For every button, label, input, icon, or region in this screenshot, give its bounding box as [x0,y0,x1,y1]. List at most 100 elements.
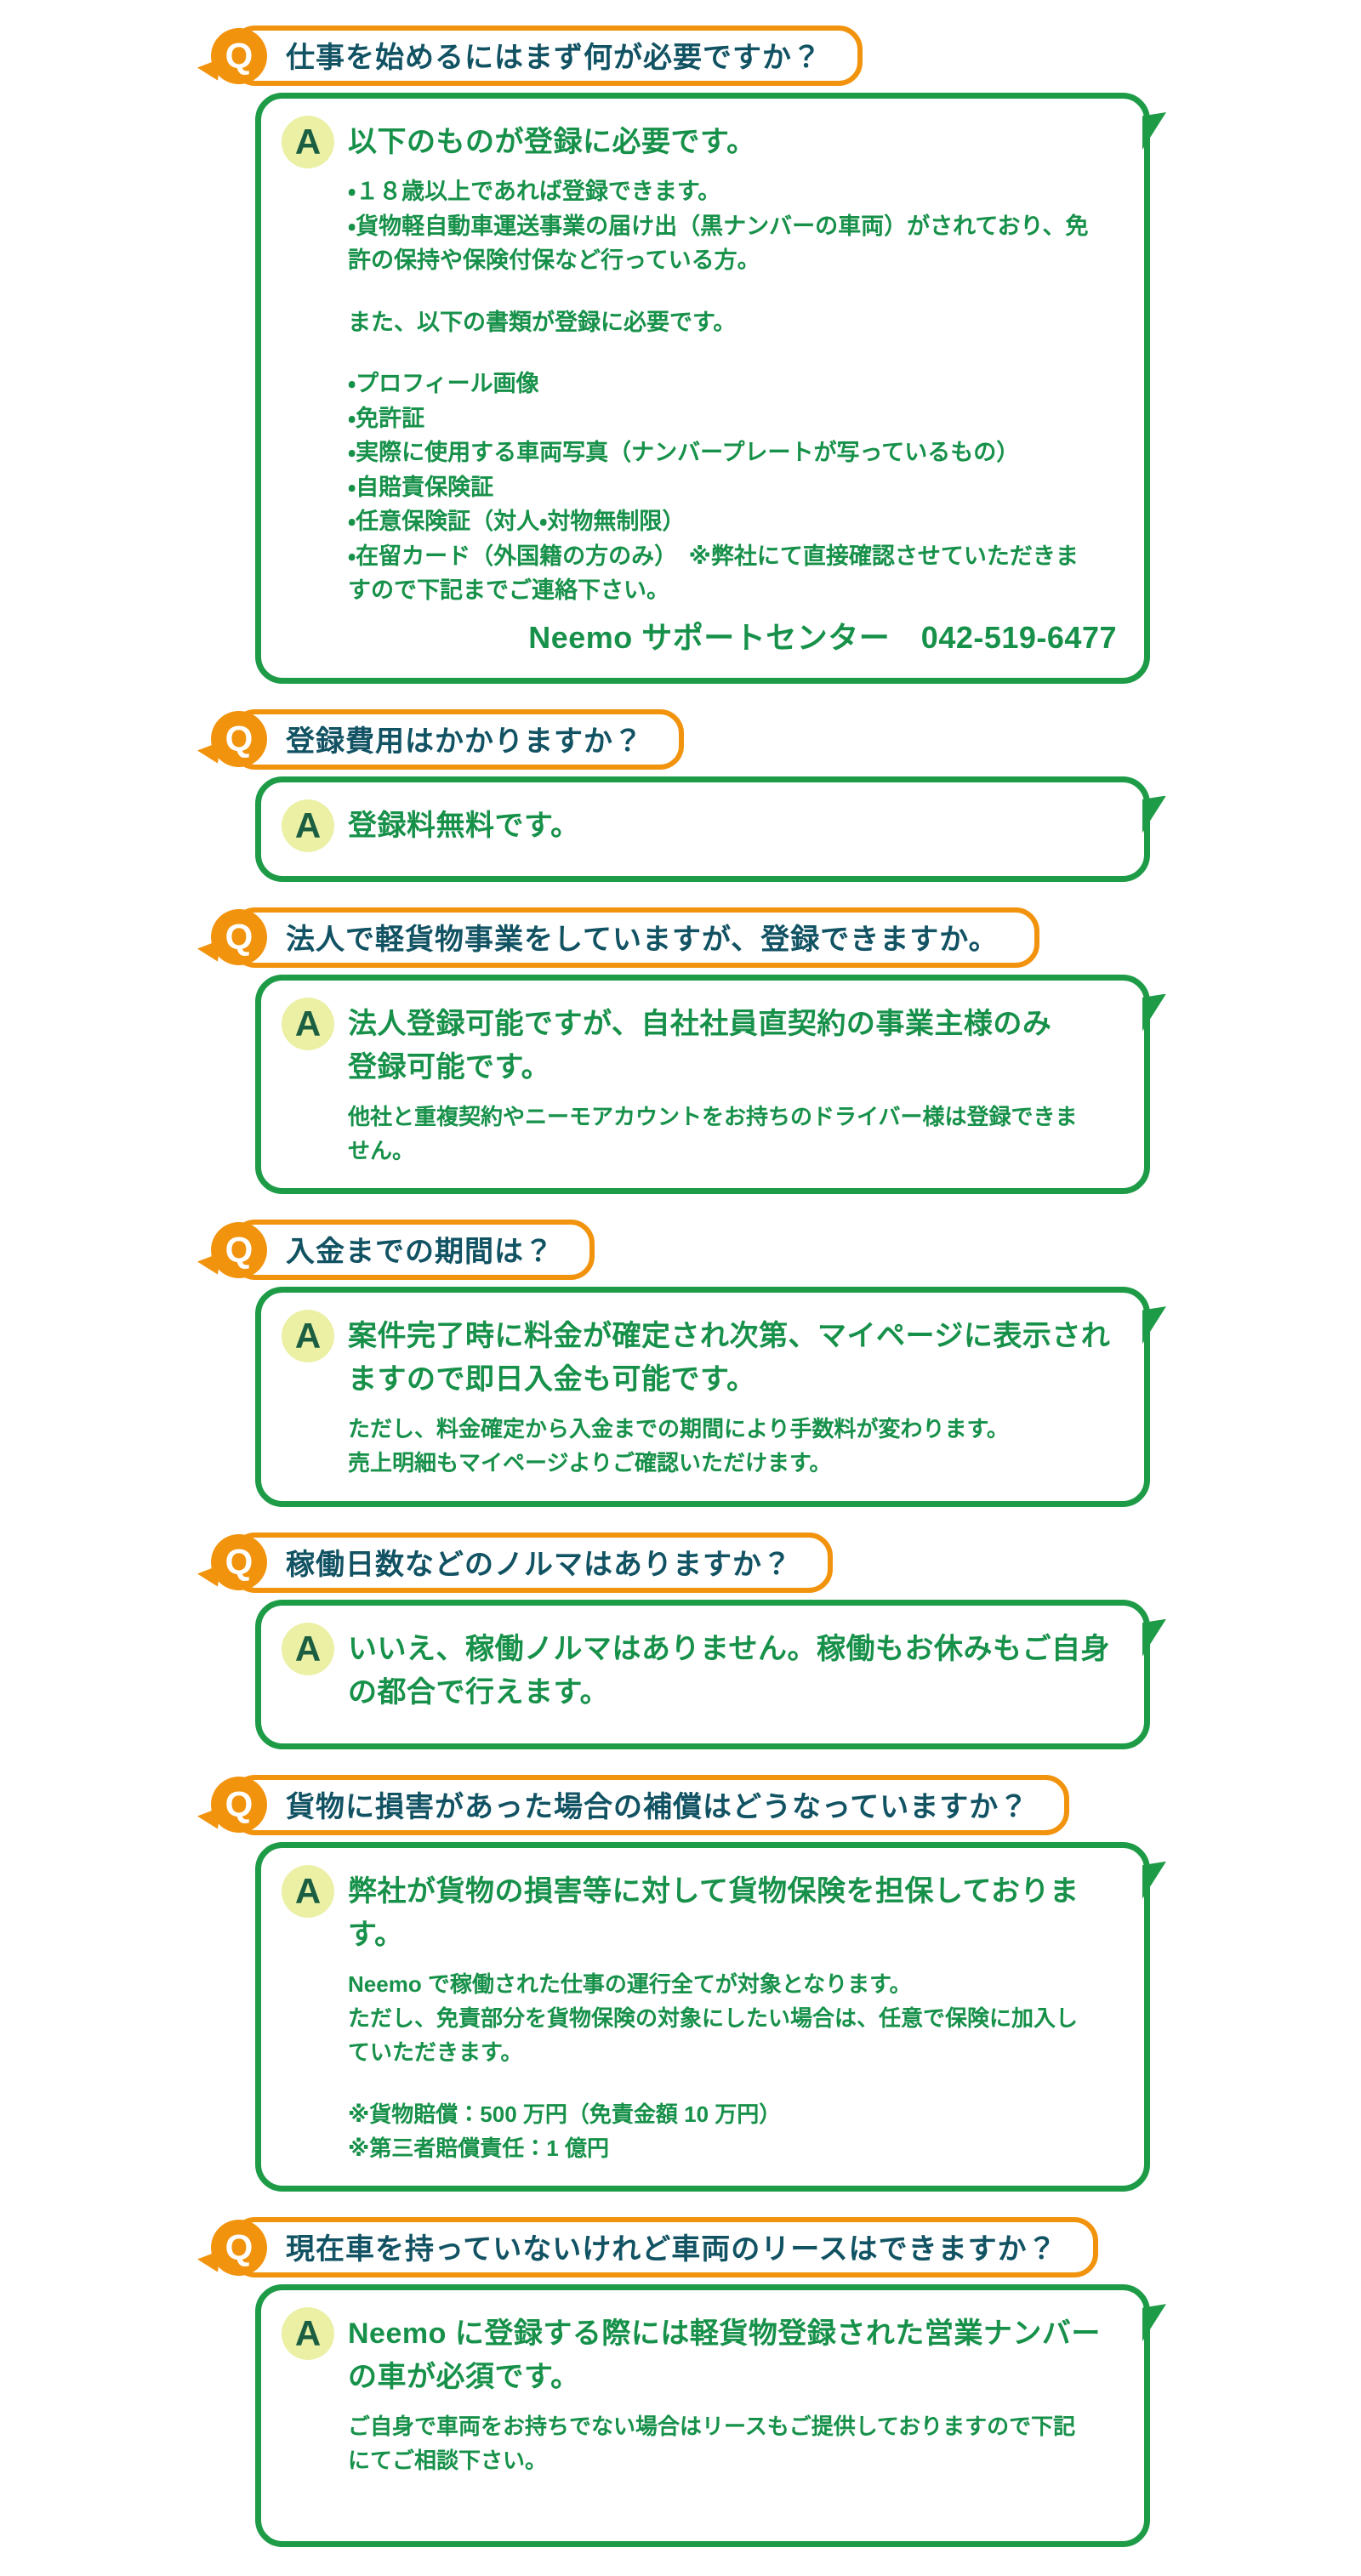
answer-line: ただし、料金確定から入金までの期間により手数料が変わります。 [348,1416,1009,1442]
answer-inner: A 法人登録可能ですが、自社社員直契約の事業主様のみ 登録可能です。 他社と重複… [282,997,1122,1169]
answer-heading: Neemo に登録する際には軽貨物登録された営業ナンバー の車が必須です。 [348,2317,1101,2394]
q-circle-icon: Q [211,1534,267,1591]
a-circle-icon: A [282,1622,334,1675]
answer-body: ご自身で車両をお持ちでない場合はリースもご提供しておりますので下記 にてご相談下… [348,2409,1122,2478]
q-letter: Q [225,2226,253,2267]
answer-heading: いいえ、稼働ノルマはありません。稼働もお休みもご自身 の都合で行えます。 [348,1632,1110,1709]
q-letter: Q [225,917,253,957]
answer-content: 弊社が貨物の損害等に対して貨物保険を担保しております。 Neemo で稼働された… [348,1865,1122,2165]
answer-content: 案件完了時に料金が確定され次第、マイページに表示され ますので即日入金も可能です… [348,1310,1122,1481]
answer-heading: 登録料無料です。 [348,809,580,842]
answer-line: ・任意保険証（対人・対物無制限） [348,509,686,534]
answer-bubble-tail [1142,112,1166,150]
answer-line: 売上明細もマイページよりご確認いただけます。 [348,1450,832,1476]
faq-item-4: Q 入金までの期間は？ A 案件完了時に料金が確定され次第、マイページに表示され… [0,1220,1361,1507]
q-letter: Q [225,1784,253,1825]
answer-inner: A 弊社が貨物の損害等に対して貨物保険を担保しております。 Neemo で稼働さ… [282,1864,1122,2165]
answer-content: Neemo に登録する際には軽貨物登録された営業ナンバー の車が必須です。 ご自… [348,2307,1122,2478]
answer-line: ・貨物軽自動車運送事業の届け出（黒ナンバーの車両）がされており、免 許の保持や保… [348,213,1089,274]
faq-list: Q 仕事を始めるにはまず何が必要ですか？ A 以下のものが登録に必要です。 ・１… [0,26,1361,2547]
answer-bubble-tail [1142,2304,1166,2342]
answer-inner: A 案件完了時に料金が確定され次第、マイページに表示され ますので即日入金も可能… [282,1310,1122,1481]
a-letter: A [294,1870,322,1911]
answer-inner: A いいえ、稼働ノルマはありません。稼働もお休みもご自身 の都合で行えます。 [282,1622,1122,1714]
answer-line: ・自賠責保険証 [348,474,494,500]
a-letter: A [294,2313,322,2354]
faq-item-5: Q 稼働日数などのノルマはありますか？ A いいえ、稼働ノルマはありません。稼働… [0,1532,1361,1749]
answer-line: ・プロフィール画像 [348,371,539,396]
answer-line: ・在留カード（外国籍の方のみ） ※弊社にて直接確認させていただきま すので下記ま… [348,543,1079,604]
answer-body: ・１８歳以上であれば登録できます。・貨物軽自動車運送事業の届け出（黒ナンバーの車… [348,174,1122,657]
answer-line: ご自身で車両をお持ちでない場合はリースもご提供しておりますので下記 にてご相談下… [348,2414,1076,2474]
a-letter: A [294,1003,322,1043]
answer-body: ただし、料金確定から入金までの期間により手数料が変わります。売上明細もマイページ… [348,1412,1122,1481]
a-letter: A [294,1628,322,1669]
faq-item-7: Q 現在車を持っていないけれど車両のリースはできますか？ A Neemo に登録… [0,2217,1361,2547]
question-bubble: Q 稼働日数などのノルマはありますか？ [231,1532,833,1593]
q-letter: Q [225,1229,253,1270]
answer-heading: 弊社が貨物の損害等に対して貨物保険を担保しております。 [348,1874,1079,1951]
answer-spacer [348,339,1122,367]
answer-line: ・実際に使用する車両写真（ナンバープレートが写っているもの） [348,440,1020,465]
question-text: 法人で軽貨物事業をしていますが、登録できますか。 [286,923,999,956]
support-contact-text: Neemo サポートセンター 042-519-6477 [528,619,1117,655]
answer-heading: 以下のものが登録に必要です。 [348,126,756,158]
a-letter: A [294,805,322,845]
faq-item-6: Q 貨物に損害があった場合の補償はどうなっていますか？ A 弊社が貨物の損害等に… [0,1774,1361,2192]
answer-line: Neemo で稼働された仕事の運行全てが対象となります。 [348,1970,912,1997]
answer-bubble: A いいえ、稼働ノルマはありません。稼働もお休みもご自身 の都合で行えます。 [255,1599,1166,1749]
answer-bubble: A 案件完了時に料金が確定され次第、マイページに表示され ますので即日入金も可能… [255,1287,1166,1507]
answer-bubble-tail [1142,1306,1166,1345]
faq-item-1: Q 仕事を始めるにはまず何が必要ですか？ A 以下のものが登録に必要です。 ・１… [0,26,1361,684]
answer-line: ただし、免責部分を貨物保険の対象にしたい場合は、任意で保険に加入し ていただきま… [348,2005,1079,2066]
q-letter: Q [225,1542,253,1583]
question-text: 現在車を持っていないけれど車両のリースはできますか？ [286,2233,1057,2266]
q-circle-icon: Q [211,1221,267,1278]
a-letter: A [294,122,322,162]
a-circle-icon: A [282,2307,334,2361]
q-letter: Q [225,35,253,76]
answer-bubble: A 登録料無料です。 [255,776,1166,882]
question-bubble: Q 入金までの期間は？ [231,1220,595,1281]
q-circle-icon: Q [211,27,267,84]
q-circle-icon: Q [211,2219,267,2276]
answer-line: ※第三者賠償責任：1 億円 [348,2135,609,2161]
answer-line: 他社と重複契約やニーモアカウントをお持ちのドライバー様は登録できま せん。 [348,1103,1078,1163]
answer-bubble-tail [1142,993,1166,1032]
q-circle-icon: Q [211,1777,267,1834]
question-text: 仕事を始めるにはまず何が必要ですか？ [286,42,822,74]
answer-bubble: A Neemo に登録する際には軽貨物登録された営業ナンバー の車が必須です。 … [255,2284,1166,2547]
q-letter: Q [225,719,253,759]
answer-content: 登録料無料です。 [348,799,1122,852]
answer-line: ・１８歳以上であれば登録できます。 [348,179,721,204]
answer-bubble: A 以下のものが登録に必要です。 ・１８歳以上であれば登録できます。・貨物軽自動… [255,93,1166,684]
answer-bubble-tail [1142,1861,1166,1899]
answer-inner: A 以下のものが登録に必要です。 ・１８歳以上であれば登録できます。・貨物軽自動… [282,116,1122,657]
a-circle-icon: A [282,1864,334,1918]
question-bubble: Q 現在車を持っていないけれど車両のリースはできますか？ [231,2217,1098,2278]
answer-heading: 法人登録可能ですが、自社社員直契約の事業主様のみ 登録可能です。 [348,1007,1052,1083]
answer-inner: A Neemo に登録する際には軽貨物登録された営業ナンバー の車が必須です。 … [282,2307,1122,2478]
a-letter: A [294,1316,322,1356]
answer-bubble: A 法人登録可能ですが、自社社員直契約の事業主様のみ 登録可能です。 他社と重複… [255,974,1166,1195]
answer-bubble-tail [1142,1618,1166,1657]
answer-spacer [348,2070,1122,2097]
answer-line: ※貨物賠償：500 万円（免責金額 10 万円） [348,2101,782,2127]
answer-body: Neemo で稼働された仕事の運行全てが対象となります。ただし、免責部分を貨物保… [348,1967,1122,2165]
answer-content: いいえ、稼働ノルマはありません。稼働もお休みもご自身 の都合で行えます。 [348,1623,1122,1714]
question-text: 稼働日数などのノルマはありますか？ [286,1548,792,1581]
answer-line: ・免許証 [348,405,425,431]
question-bubble: Q 登録費用はかかりますか？ [231,708,684,770]
answer-body: 他社と重複契約やニーモアカウントをお持ちのドライバー様は登録できま せん。 [348,1100,1122,1169]
q-circle-icon: Q [211,711,267,767]
faq-item-3: Q 法人で軽貨物事業をしていますが、登録できますか。 A 法人登録可能ですが、自… [0,907,1361,1195]
q-circle-icon: Q [211,909,267,965]
answer-content: 法人登録可能ですが、自社社員直契約の事業主様のみ 登録可能です。 他社と重複契約… [348,998,1122,1169]
question-text: 貨物に損害があった場合の補償はどうなっていますか？ [286,1790,1029,1823]
question-bubble: Q 法人で軽貨物事業をしていますが、登録できますか。 [231,907,1039,968]
answer-spacer [348,278,1122,305]
answer-content: 以下のものが登録に必要です。 ・１８歳以上であれば登録できます。・貨物軽自動車運… [348,116,1122,657]
question-bubble: Q 貨物に損害があった場合の補償はどうなっていますか？ [231,1774,1070,1835]
question-text: 入金までの期間は？ [286,1236,554,1269]
